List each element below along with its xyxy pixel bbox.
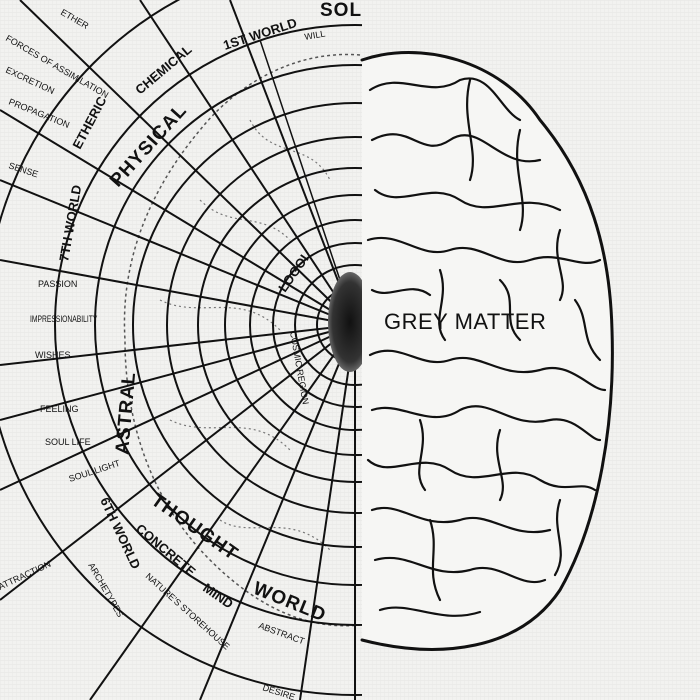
label-will: WILL (304, 28, 326, 41)
label-sol: SOL (320, 0, 362, 21)
label-soul-life: SOUL LIFE (45, 437, 91, 447)
album-title: GREY MATTER (384, 309, 547, 334)
label-passion: PASSION (38, 279, 77, 289)
label-wishes: WISHES (35, 350, 71, 360)
core-blob (328, 272, 362, 372)
label-impressionability: IMPRESSIONABILITY (30, 314, 98, 324)
brain-hemisphere (360, 51, 614, 651)
label-feeling: FEELING (40, 404, 79, 414)
